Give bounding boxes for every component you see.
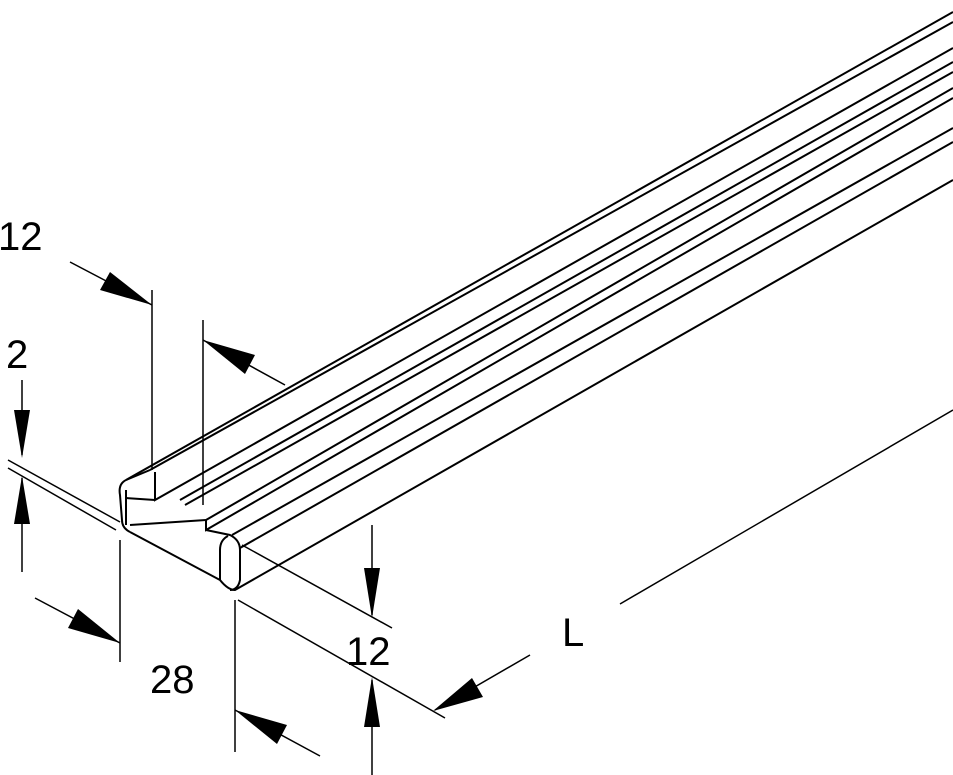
dimension-flange-width: 12 bbox=[0, 215, 286, 505]
rail-profile bbox=[118, 11, 953, 592]
label-length: L bbox=[562, 611, 584, 655]
dimension-length: L bbox=[433, 409, 953, 711]
label-height: 12 bbox=[346, 630, 391, 674]
dimension-width: 28 bbox=[34, 540, 321, 757]
label-flange-width: 12 bbox=[0, 215, 43, 259]
label-width: 28 bbox=[150, 658, 195, 702]
dimension-height: 12 bbox=[237, 525, 446, 775]
dimension-thickness: 2 bbox=[6, 333, 121, 572]
label-thickness: 2 bbox=[6, 333, 28, 377]
